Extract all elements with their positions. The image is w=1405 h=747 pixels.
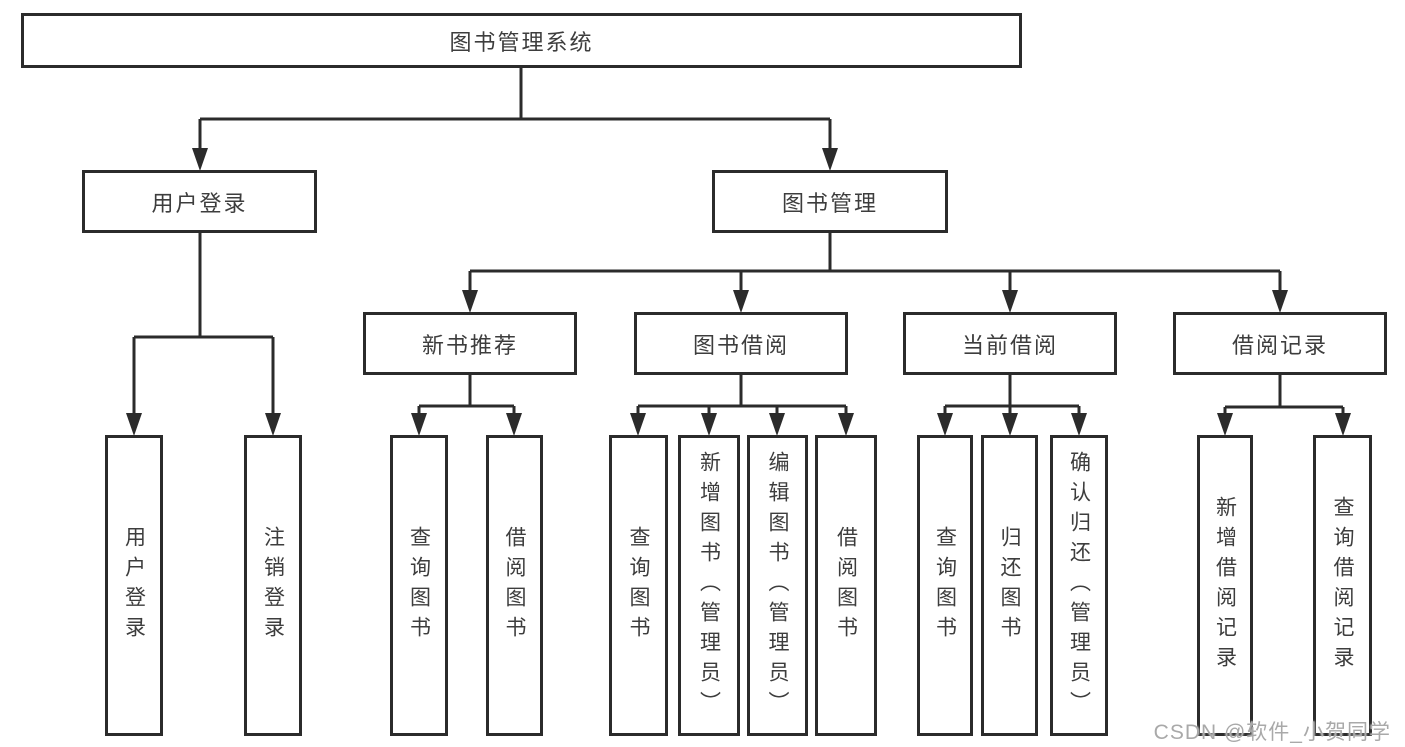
watermark-text: CSDN @软件_小贺同学 <box>1153 721 1391 744</box>
node-user-login-label: 用户登录 <box>151 190 248 216</box>
leaf-add-books-admin-label: 新增图书（管理员） <box>697 450 721 721</box>
leaf-query-borrow-record-label: 查询借阅记录 <box>1331 495 1354 676</box>
leaf-borrow-books-2: 借阅图书 <box>815 435 877 736</box>
leaf-return-books: 归还图书 <box>981 435 1038 736</box>
leaf-edit-books-admin-label: 编辑图书（管理员） <box>766 450 789 721</box>
leaf-add-borrow-record-label: 新增借阅记录 <box>1213 495 1237 676</box>
leaf-query-books-2: 查询图书 <box>609 435 668 736</box>
leaf-user-login-label: 用户登录 <box>122 525 146 646</box>
leaf-confirm-return-admin: 确认归还（管理员） <box>1050 435 1108 736</box>
leaf-add-borrow-record: 新增借阅记录 <box>1197 435 1253 736</box>
leaf-borrow-books-2-label: 借阅图书 <box>834 525 858 646</box>
node-book-management-label: 图书管理 <box>781 190 878 216</box>
leaf-user-login: 用户登录 <box>105 435 163 736</box>
leaf-logout: 注销登录 <box>244 435 302 736</box>
leaf-return-books-label: 归还图书 <box>998 525 1021 646</box>
node-book-management: 图书管理 <box>712 170 948 233</box>
leaf-logout-label: 注销登录 <box>261 525 285 646</box>
leaf-query-books-3-label: 查询图书 <box>933 525 957 646</box>
leaf-edit-books-admin: 编辑图书（管理员） <box>747 435 808 736</box>
node-book-borrow: 图书借阅 <box>634 312 848 375</box>
arrowheads <box>126 148 1351 436</box>
leaf-query-books-2-label: 查询图书 <box>627 525 650 646</box>
node-current-borrow-label: 当前借阅 <box>961 332 1058 358</box>
leaf-borrow-books-1: 借阅图书 <box>486 435 543 736</box>
leaf-query-books-3: 查询图书 <box>917 435 973 736</box>
leaf-borrow-books-1-label: 借阅图书 <box>503 525 526 646</box>
leaf-query-books-1: 查询图书 <box>390 435 448 736</box>
node-book-borrow-label: 图书借阅 <box>692 332 789 358</box>
node-root: 图书管理系统 <box>21 13 1022 68</box>
node-borrow-records-label: 借阅记录 <box>1231 332 1328 358</box>
leaf-confirm-return-admin-label: 确认归还（管理员） <box>1067 450 1091 721</box>
node-current-borrow: 当前借阅 <box>903 312 1117 375</box>
leaf-query-books-1-label: 查询图书 <box>407 525 431 646</box>
node-borrow-records: 借阅记录 <box>1173 312 1387 375</box>
node-user-login: 用户登录 <box>82 170 317 233</box>
leaf-query-borrow-record: 查询借阅记录 <box>1313 435 1372 736</box>
leaf-add-books-admin: 新增图书（管理员） <box>678 435 740 736</box>
node-root-label: 图书管理系统 <box>449 29 594 55</box>
node-new-book-recommend: 新书推荐 <box>363 312 577 375</box>
node-new-book-recommend-label: 新书推荐 <box>421 332 518 358</box>
